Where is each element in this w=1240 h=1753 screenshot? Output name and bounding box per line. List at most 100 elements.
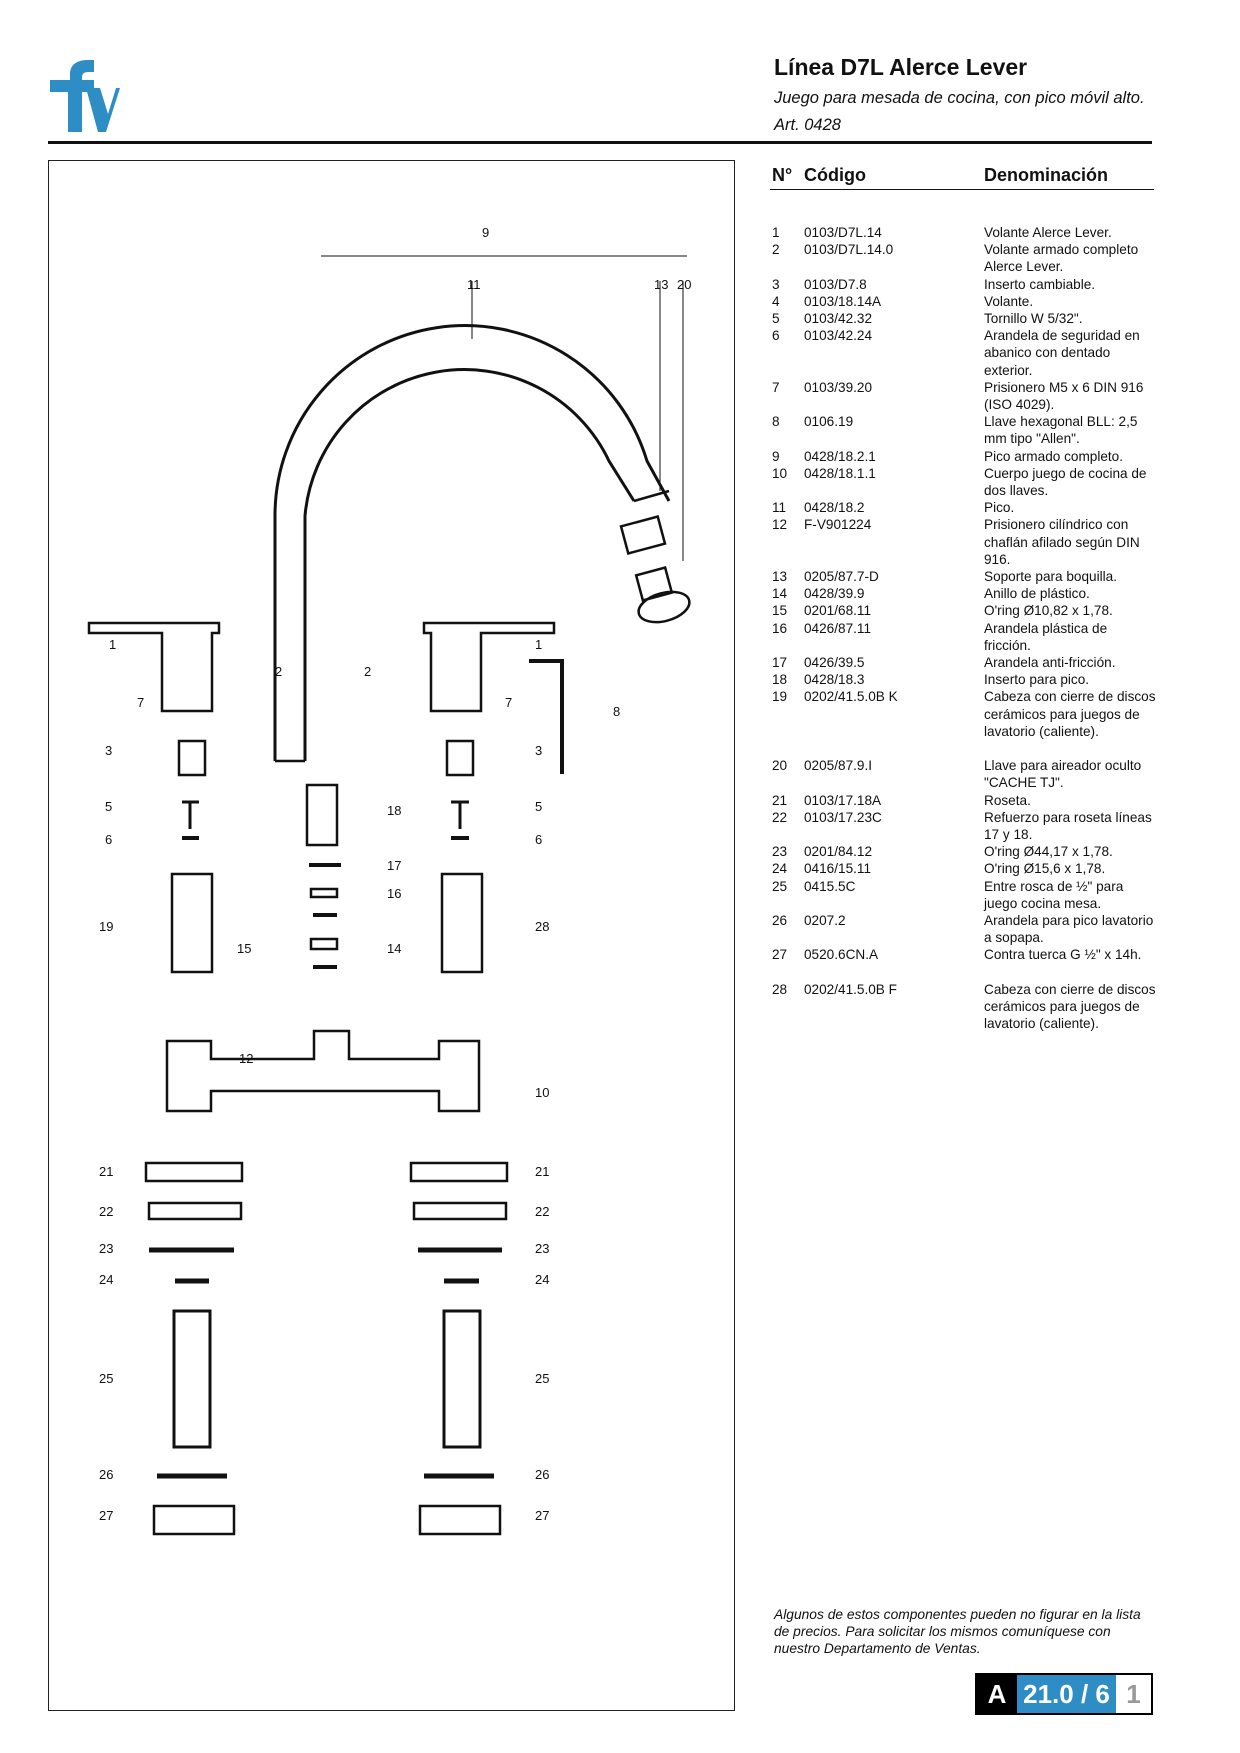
row-name: Soporte para boquilla.	[984, 569, 1118, 584]
callout-25-left: 25	[99, 1371, 113, 1386]
callout-10: 10	[535, 1085, 549, 1100]
row-code: F-V901224	[804, 517, 872, 533]
row-code: 0103/42.32	[804, 311, 873, 326]
callout-3-left: 3	[105, 743, 112, 758]
row-code: 0428/39.9	[804, 586, 865, 602]
row-no: 7	[772, 379, 780, 395]
row-no: 9	[772, 448, 780, 464]
row-name: Pico.	[984, 500, 1015, 516]
header-name: Denominación	[984, 165, 1109, 185]
row-code: 0103/39.20	[804, 379, 873, 395]
row-code: 0428/18.2	[804, 500, 865, 516]
fv-logo	[50, 60, 120, 132]
footnote: Algunos de estos componentes pueden no f…	[774, 1607, 1141, 1656]
callout-3-right: 3	[535, 743, 542, 758]
callout-26-left: 26	[99, 1467, 113, 1482]
callout-26-right: 26	[535, 1467, 549, 1482]
row-no: 26	[772, 913, 788, 928]
row-name: Inserto para pico.	[984, 672, 1090, 688]
row-code: 0428/18.3	[804, 672, 865, 688]
callout-24-left: 24	[99, 1272, 113, 1287]
callout-2-right: 2	[364, 664, 371, 679]
table-row: 18 0428/18.3 Inserto para pico.	[770, 671, 1154, 688]
row-name: Entre rosca de ½" para juego cocina mesa…	[984, 878, 1124, 911]
header-rule	[48, 141, 1152, 144]
callout-6-right: 6	[535, 832, 542, 847]
row-code: 0103/D7.8	[804, 276, 867, 292]
row-no: 20	[772, 758, 788, 774]
row-name: Arandela anti-fricción.	[984, 655, 1116, 670]
header-code: Código	[804, 165, 866, 185]
callout-15: 15	[237, 941, 251, 956]
row-name: Prisionero M5 x 6 DIN 916 (ISO 4029).	[984, 379, 1144, 412]
row-code: 0201/84.12	[804, 844, 873, 860]
callout-21-right: 21	[535, 1164, 549, 1179]
row-code: 0205/87.9.I	[804, 758, 873, 774]
callout-5-left: 5	[105, 799, 112, 814]
row-code: 0103/D7L.14	[804, 225, 882, 240]
callout-28: 28	[535, 919, 549, 934]
callout-23-left: 23	[99, 1241, 113, 1256]
row-name: Arandela para pico lavatorio a sopapa.	[984, 913, 1154, 946]
row-no: 18	[772, 672, 788, 688]
table-row: 26 0207.2 Arandela para pico lavatorio a s…	[770, 912, 1154, 946]
callout-1-left: 1	[109, 637, 116, 652]
header-no: N°	[772, 165, 793, 185]
row-name: Anillo de plástico.	[984, 586, 1090, 602]
row-name: O'ring Ø15,6 x 1,78.	[984, 861, 1106, 877]
callout-22-right: 22	[535, 1204, 549, 1219]
row-no: 4	[772, 293, 780, 309]
row-name: Roseta.	[984, 792, 1031, 808]
callout-25-right: 25	[535, 1371, 549, 1386]
row-name: O'ring Ø44,17 x 1,78.	[984, 844, 1113, 860]
row-no: 8	[772, 414, 780, 430]
row-no: 17	[772, 655, 788, 670]
row-code: 0426/87.11	[804, 620, 872, 636]
callout-20: 20	[677, 277, 691, 292]
row-name: Cuerpo juego de cocina de dos llaves.	[984, 465, 1147, 498]
page-section: A	[977, 1675, 1017, 1713]
callout-17: 17	[387, 858, 401, 873]
row-code: 0428/18.2.1	[804, 448, 876, 464]
row-code: 0428/18.1.1	[804, 465, 876, 481]
row-code: 0201/68.11	[804, 603, 872, 619]
row-name: Volante.	[984, 293, 1034, 309]
page-sheet: 1	[1116, 1675, 1151, 1713]
callout-7-left: 7	[137, 695, 144, 710]
row-no: 23	[772, 844, 788, 860]
row-no: 1	[772, 225, 780, 240]
row-no: 21	[772, 792, 788, 808]
page-marker: A 21.0 / 6 1	[975, 1673, 1153, 1715]
row-code: 0207.2	[804, 913, 846, 928]
callout-18: 18	[387, 803, 401, 818]
page-subtitle: Juego para mesada de cocina, con pico mó…	[774, 89, 1145, 107]
row-no: 15	[772, 603, 788, 619]
row-name: Prisionero cilíndrico con chaflán afilad…	[984, 517, 1140, 567]
row-no: 13	[772, 569, 788, 584]
row-name: Volante Alerce Lever.	[984, 225, 1112, 240]
row-code: 0103/17.18A	[804, 792, 882, 808]
row-name: Inserto cambiable.	[984, 276, 1096, 292]
table-row: 21 0103/17.18A Roseta.	[770, 792, 1154, 809]
table-row: 7 0103/39.20 Prisionero M5 x 6 DIN 916 (IS…	[770, 379, 1154, 413]
callout-19: 19	[99, 919, 113, 934]
row-name: Refuerzo para roseta líneas 17 y 18.	[984, 809, 1152, 842]
row-code: 0103/D7L.14.0	[804, 242, 894, 258]
